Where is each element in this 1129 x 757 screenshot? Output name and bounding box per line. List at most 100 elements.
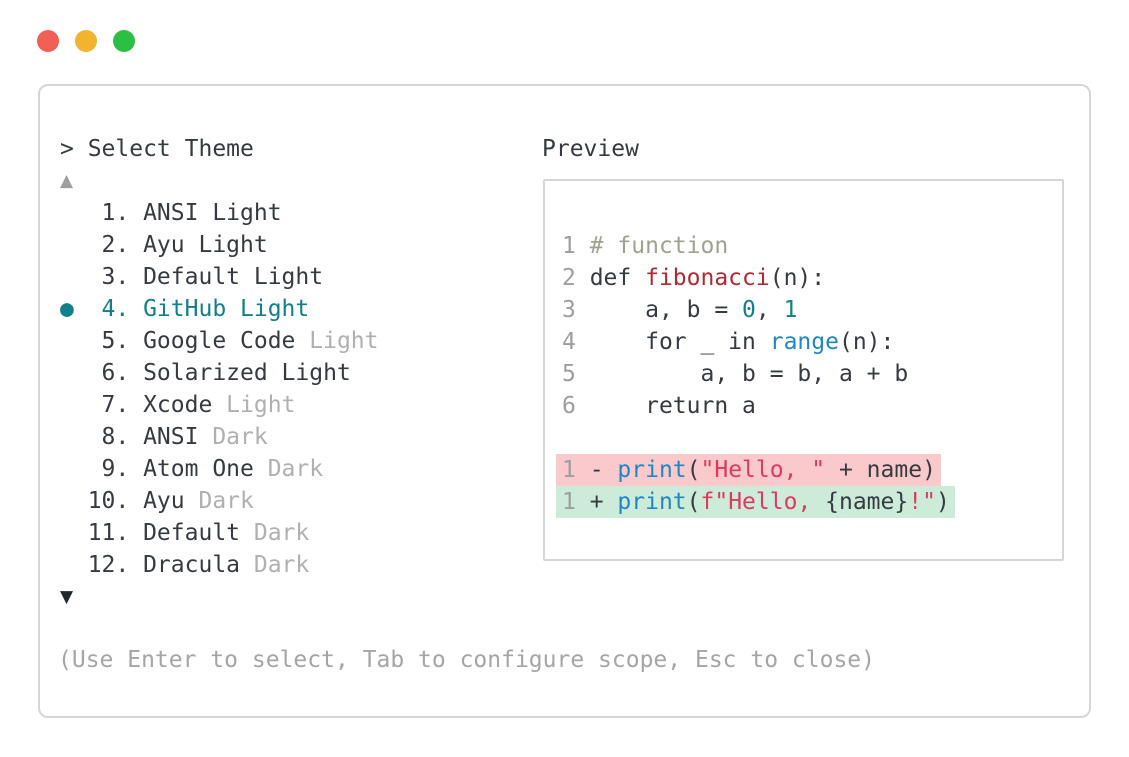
blank-line: [562, 422, 1062, 454]
code-token: +: [589, 489, 618, 515]
line-number: 1: [562, 489, 576, 515]
code-token: print: [617, 457, 687, 483]
code-token: "Hello, ": [700, 457, 826, 483]
option-number: 9.: [87, 456, 130, 482]
code-token: a, b =: [589, 297, 743, 323]
line-number: 4: [562, 329, 576, 355]
diff-added-line: 1 + print(f"Hello, {name}!"): [556, 486, 1062, 518]
code-token: + name): [825, 457, 936, 483]
code-token: {name}: [825, 489, 909, 515]
code-token: !": [908, 489, 936, 515]
theme-option-google-code-light[interactable]: 5. Google Code Light: [60, 325, 379, 357]
selected-dot-icon: ●: [60, 296, 74, 322]
option-number: 4.: [87, 296, 130, 322]
theme-option-github-light[interactable]: ● 4. GitHub Light: [60, 293, 379, 325]
line-number: 6: [562, 393, 576, 419]
theme-option-xcode-light[interactable]: 7. Xcode Light: [60, 389, 379, 421]
code-token: 1: [783, 297, 798, 323]
code-token: for _ in: [589, 329, 770, 355]
theme-option-ansi-light[interactable]: 1.ANSI Light: [60, 197, 379, 229]
option-label: ANSI Light: [143, 200, 282, 226]
line-number: 1: [562, 233, 576, 259]
option-label: Google Code: [143, 328, 296, 354]
scroll-up-icon[interactable]: ▲: [60, 171, 74, 191]
option-number: 3.: [87, 264, 130, 290]
theme-option-ansi-dark[interactable]: 8.ANSI Dark: [60, 421, 379, 453]
code-tokens: a, b = b, a + b: [589, 361, 909, 387]
code-tokens: return a: [590, 393, 756, 419]
option-label: Default Light: [143, 264, 324, 290]
option-number: 2.: [87, 232, 130, 258]
line-number: 5: [562, 361, 576, 387]
option-label-muted: Dark: [184, 488, 254, 514]
code-line-5: 5 a, b = b, a + b: [562, 358, 1062, 390]
code-tokens: def fibonacci(n):: [590, 265, 825, 291]
option-label: Default: [143, 520, 241, 546]
scroll-down-icon[interactable]: ▼: [60, 587, 74, 607]
help-text: (Use Enter to select, Tab to configure s…: [58, 647, 875, 673]
theme-option-ayu-light[interactable]: 2. Ayu Light: [60, 229, 379, 261]
option-number: 7.: [87, 392, 130, 418]
code-token: fibonacci: [645, 265, 770, 291]
line-number: 1: [562, 457, 576, 483]
code-token: (: [686, 489, 701, 515]
code-token: range: [769, 329, 839, 355]
option-label-muted: Light: [212, 392, 296, 418]
code-token: a, b = b, a + b: [589, 361, 909, 387]
option-label: Ayu Light: [143, 232, 268, 258]
option-label: GitHub Light: [143, 296, 310, 322]
code-line-6: 6 return a: [562, 390, 1062, 422]
code-token: -: [589, 457, 618, 483]
option-number: 11.: [87, 520, 130, 546]
window-minimize-button[interactable]: [75, 30, 97, 52]
code-token: (n):: [769, 265, 826, 291]
code-tokens: - print("Hello, " + name): [590, 457, 936, 483]
theme-selector: > Select Theme ▲ 1.ANSI Light 2.Ayu Ligh…: [60, 133, 379, 613]
code-line-4: 4 for _ in range(n):: [562, 326, 1062, 358]
line-number: 3: [562, 297, 576, 323]
code-token: (: [686, 457, 701, 483]
option-label: Dracula: [143, 552, 241, 578]
theme-option-ayu-dark[interactable]: 10.Ayu Dark: [60, 485, 379, 517]
theme-option-dracula-dark[interactable]: 12.Dracula Dark: [60, 549, 379, 581]
code-token: 0: [742, 297, 756, 323]
code-token: ,: [755, 297, 784, 323]
code-line-3: 3 a, b = 0, 1: [562, 294, 1062, 326]
code-token: f"Hello,: [700, 489, 826, 515]
option-number: 12.: [87, 552, 130, 578]
option-label: Solarized Light: [143, 360, 351, 386]
option-label-muted: Dark: [253, 456, 324, 482]
code-tokens: + print(f"Hello, {name}!"): [590, 489, 950, 515]
window-zoom-button[interactable]: [113, 30, 135, 52]
window-controls: [37, 30, 135, 52]
theme-option-default-dark[interactable]: 11. Default Dark: [60, 517, 379, 549]
option-number: 6.: [87, 360, 130, 386]
code-tokens: a, b = 0, 1: [589, 297, 798, 323]
code-token: def: [589, 265, 646, 291]
code-token: # function: [589, 233, 729, 259]
option-number: 5.: [87, 328, 130, 354]
theme-option-default-light[interactable]: 3. Default Light: [60, 261, 379, 293]
theme-option-atom-one-dark[interactable]: 9. Atom One Dark: [60, 453, 379, 485]
code-token: ): [935, 489, 950, 515]
option-number: 10.: [87, 488, 130, 514]
window-close-button[interactable]: [37, 30, 59, 52]
option-label: Xcode: [143, 392, 213, 418]
code-tokens: # function: [590, 233, 728, 259]
code-token: (n):: [838, 329, 895, 355]
diff-deleted-line: 1- print("Hello, " + name): [556, 454, 1062, 486]
option-label-muted: Dark: [198, 424, 268, 450]
line-number: 2: [562, 265, 576, 291]
code-tokens: for _ in range(n):: [589, 329, 895, 355]
option-label: Atom One: [143, 456, 254, 482]
option-label-muted: Light: [295, 328, 379, 354]
option-number: 8.: [87, 424, 130, 450]
theme-picker-panel: > Select Theme ▲ 1.ANSI Light 2.Ayu Ligh…: [38, 84, 1091, 718]
code-line-1: 1 # function: [562, 230, 1062, 262]
code-token: return a: [589, 393, 756, 419]
code-token: print: [617, 489, 687, 515]
option-label-muted: Dark: [240, 520, 310, 546]
theme-option-solarized-light[interactable]: 6. Solarized Light: [60, 357, 379, 389]
